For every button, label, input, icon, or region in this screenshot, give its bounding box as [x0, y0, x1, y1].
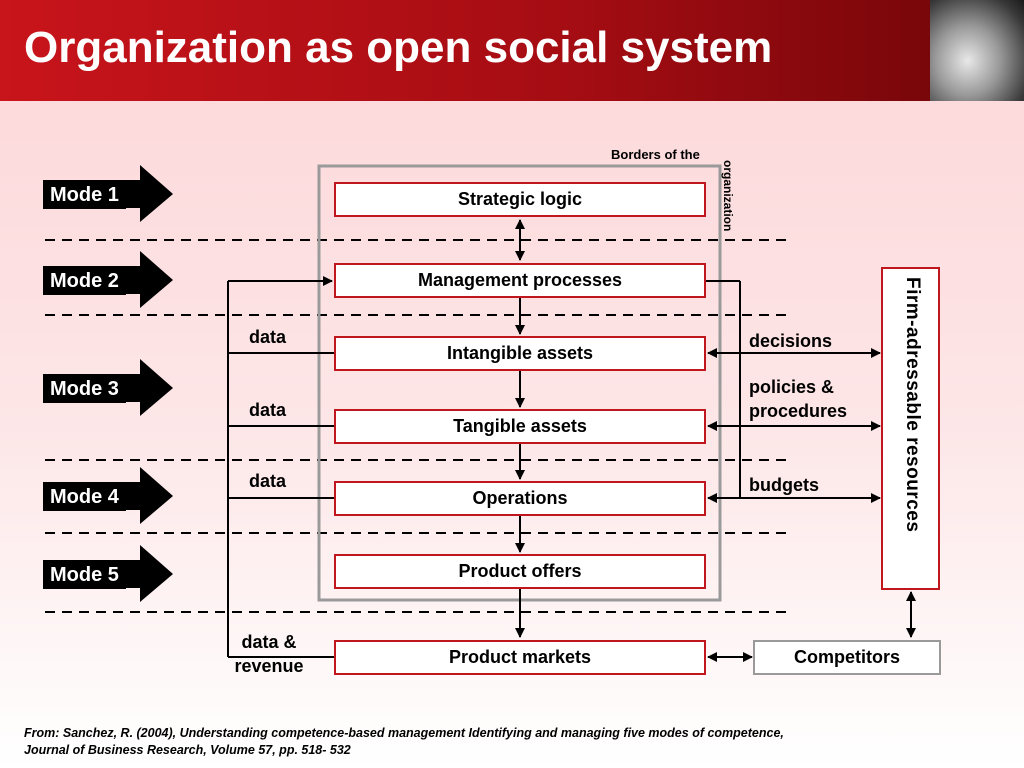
operations-box: Operations	[334, 481, 706, 516]
strategic-logic-box: Strategic logic	[334, 182, 706, 217]
mode-3-label: Mode 3	[43, 375, 126, 403]
firm-resources-label: Firm-adressable resources	[902, 277, 923, 533]
page-title: Organization as open social system	[24, 23, 773, 72]
data-label-3: data	[249, 471, 287, 491]
citation: From: Sanchez, R. (2004), Understanding …	[24, 725, 984, 759]
tornado-photo	[930, 0, 1024, 101]
product-offers-box: Product offers	[334, 554, 706, 589]
citation-line2: Journal of Business Research, Volume 57,…	[24, 743, 351, 757]
policies-label: policies & procedures	[749, 375, 847, 423]
title-bar: Organization as open social system	[0, 0, 1024, 101]
firm-resources-box	[881, 267, 940, 590]
data-label-1: data	[249, 327, 287, 347]
data-revenue-label: data & revenue	[222, 630, 316, 678]
policies-line1: policies &	[749, 377, 835, 397]
mode-separators	[45, 239, 790, 613]
mode-5-label: Mode 5	[43, 561, 126, 589]
budgets-label: budgets	[749, 475, 819, 495]
intangible-assets-box: Intangible assets	[334, 336, 706, 371]
competitors-box: Competitors	[753, 640, 941, 675]
mode-2-label: Mode 2	[43, 267, 126, 295]
mode-1-label: Mode 1	[43, 181, 126, 209]
product-markets-box: Product markets	[334, 640, 706, 675]
mode-4-label: Mode 4	[43, 483, 126, 511]
citation-line1: From: Sanchez, R. (2004), Understanding …	[24, 726, 784, 740]
data-label-2: data	[249, 400, 287, 420]
borders-label: Borders of the	[611, 147, 700, 162]
decisions-label: decisions	[749, 331, 833, 351]
borders-label-vertical: organization	[721, 160, 735, 232]
management-processes-box: Management processes	[334, 263, 706, 298]
data-revenue-line1: data &	[241, 632, 297, 652]
policies-line2: procedures	[749, 401, 848, 421]
data-revenue-line2: revenue	[234, 656, 304, 676]
tangible-assets-box: Tangible assets	[334, 409, 706, 444]
